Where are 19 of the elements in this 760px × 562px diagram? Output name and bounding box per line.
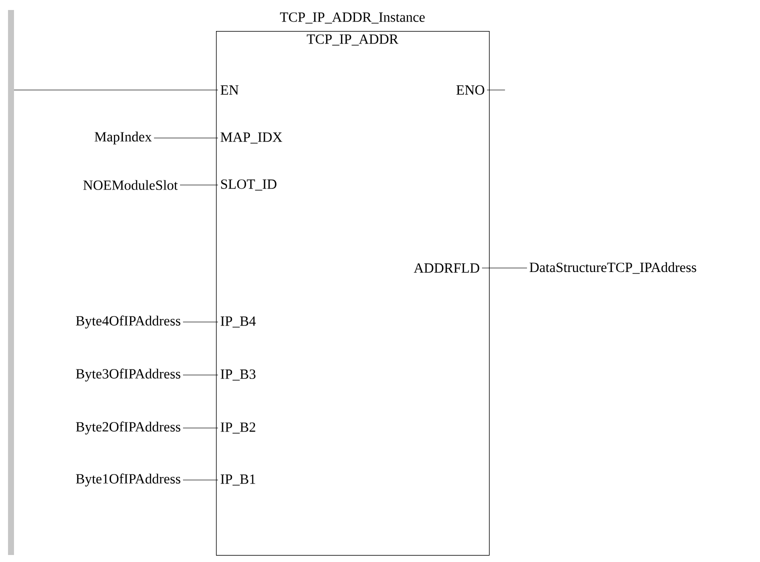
- pin-label: ENO: [456, 85, 484, 95]
- variable-label: Byte3OfIPAddress: [76, 368, 180, 382]
- pin-label: SLOT_ID: [221, 179, 276, 191]
- pin-label: IP_B2: [220, 422, 256, 434]
- pin-label: ADDRFLD: [414, 263, 480, 273]
- variable-label: MapIndex: [94, 132, 152, 144]
- connection-line: [180, 184, 218, 186]
- pin-label: IP_B4: [220, 316, 256, 328]
- node-label: TCP_IP_ADDR_Instance: [280, 12, 425, 24]
- variable-label: Byte4OfIPAddress: [76, 316, 180, 328]
- variable-label: DataStructureTCP_IPAddress: [530, 262, 696, 274]
- pin-label: IP_B1: [220, 474, 256, 486]
- variable-label: Byte2OfIPAddress: [76, 422, 180, 434]
- pin-label: EN: [220, 85, 239, 95]
- connection-line: [182, 374, 218, 376]
- variable-label: Byte1OfIPAddress: [76, 474, 180, 486]
- variable-label: NOEModuleSlot: [83, 180, 178, 190]
- pin-label: MAP_IDX: [220, 132, 282, 144]
- pin-label: IP_B3: [220, 369, 256, 381]
